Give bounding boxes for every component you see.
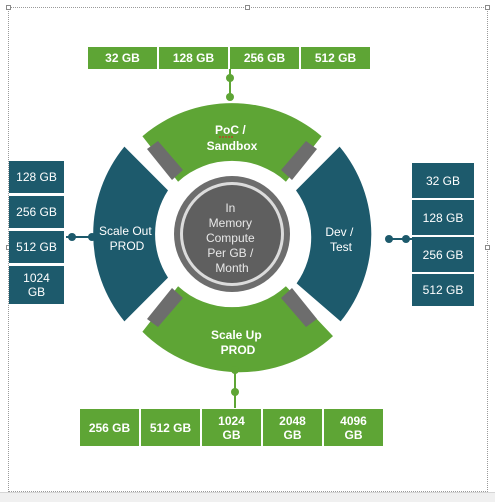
bottom-box-3: 1024 GB xyxy=(202,409,261,446)
right-box-4: 512 GB xyxy=(412,274,474,306)
top-box-3: 256 GB xyxy=(230,47,299,69)
bottom-box-4: 2048 GB xyxy=(263,409,322,446)
left-connector-dot-inner xyxy=(88,233,96,241)
bottom-connector-dot-lower xyxy=(231,388,239,396)
right-box-3: 256 GB xyxy=(412,237,474,272)
center-label: In Memory Compute Per GB / Month xyxy=(206,201,258,275)
resize-handle-top-right[interactable] xyxy=(485,5,490,10)
left-box-4: 1024 GB xyxy=(9,266,64,304)
connector-top-right xyxy=(281,141,317,180)
top-box-2: 128 GB xyxy=(159,47,228,69)
right-box-2: 128 GB xyxy=(412,200,474,235)
segment-label-top: PoC / Sandbox xyxy=(207,123,258,153)
top-connector-dot-upper xyxy=(226,74,234,82)
left-box-1: 128 GB xyxy=(9,161,64,193)
ring-segment-right xyxy=(296,146,372,322)
ring-segment-left xyxy=(93,146,168,322)
segment-label-right: Dev / Test xyxy=(325,225,356,254)
bottom-connector-dot-upper xyxy=(231,366,239,374)
ring-segment-top xyxy=(142,103,322,182)
top-box-4: 512 GB xyxy=(301,47,370,69)
connector-bottom-right xyxy=(281,288,317,327)
status-strip xyxy=(0,492,495,502)
right-connector-dot-outer xyxy=(402,235,410,243)
segment-label-bottom: Scale Up PROD xyxy=(211,328,265,357)
ring-segment-bottom xyxy=(142,286,333,373)
right-connector-dot-inner xyxy=(385,235,393,243)
segment-label-left: Scale Out PROD xyxy=(99,224,155,253)
left-connector-dot-outer xyxy=(68,233,76,241)
center-circle xyxy=(183,185,281,283)
bottom-box-5: 4096 GB xyxy=(324,409,383,446)
left-box-3: 512 GB xyxy=(9,231,64,263)
resize-handle-top-left[interactable] xyxy=(6,5,11,10)
top-connector-dot-lower xyxy=(226,93,234,101)
bottom-box-2: 512 GB xyxy=(141,409,200,446)
top-box-1: 32 GB xyxy=(88,47,157,69)
right-box-1: 32 GB xyxy=(412,163,474,198)
connector-top-left xyxy=(147,141,183,180)
connector-bottom-left xyxy=(147,288,183,327)
resize-handle-middle-right[interactable] xyxy=(485,245,490,250)
bottom-box-1: 256 GB xyxy=(80,409,139,446)
left-box-2: 256 GB xyxy=(9,196,64,228)
resize-handle-top-center[interactable] xyxy=(245,5,250,10)
